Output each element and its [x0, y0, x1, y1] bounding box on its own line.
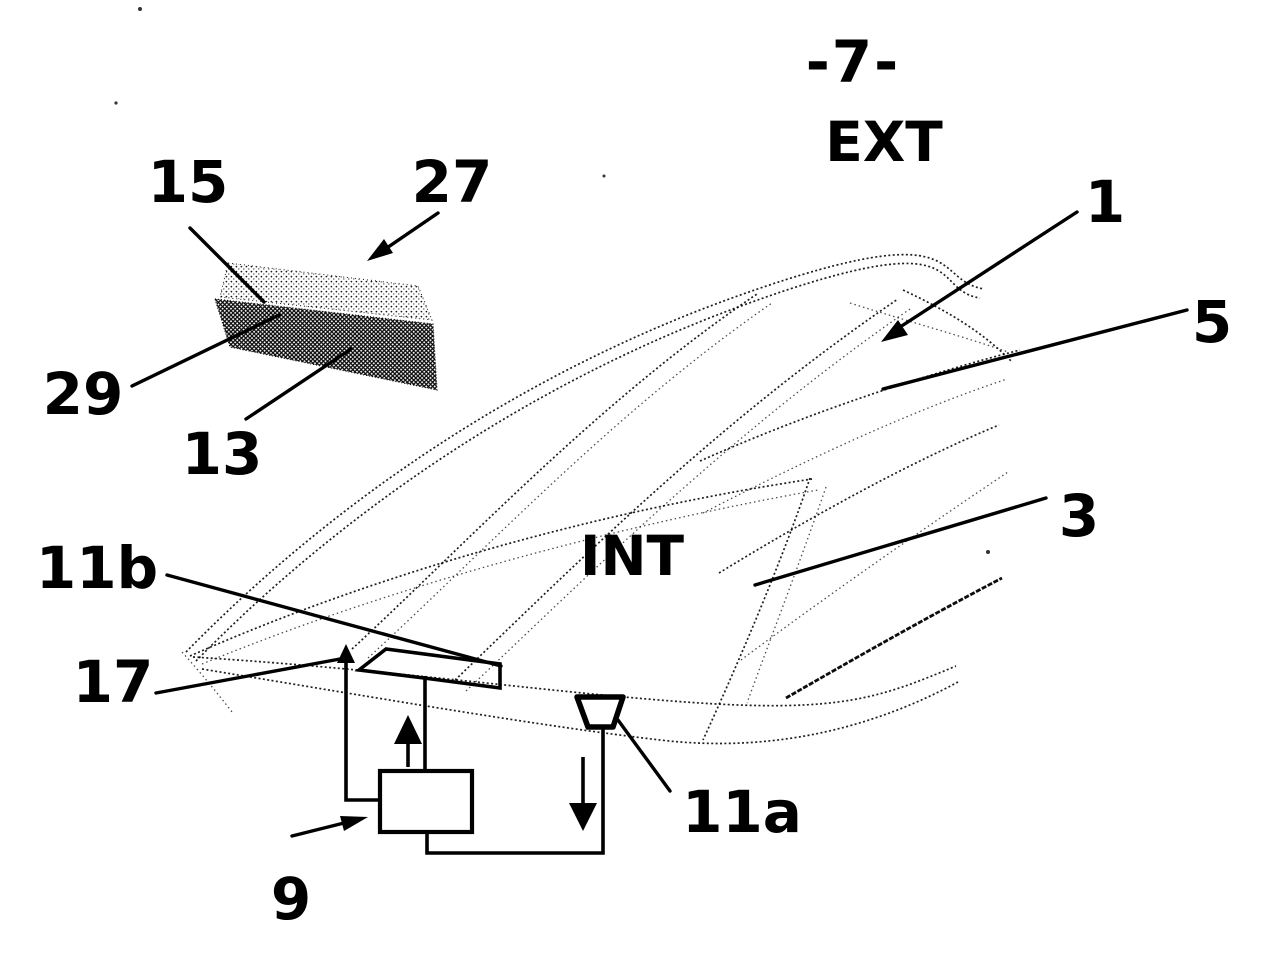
rear-window-frame-b	[746, 486, 827, 704]
down-arrowhead	[569, 803, 597, 831]
rear-window-frame-a	[702, 477, 811, 741]
up-arrowhead	[394, 715, 422, 744]
c-pillar-line	[785, 576, 1003, 700]
ref-label-5: 5	[1192, 288, 1232, 356]
ref-label-29: 29	[43, 360, 124, 428]
roof-module-plate	[354, 647, 502, 691]
leader-11a	[616, 718, 672, 793]
arrowhead-9	[340, 816, 368, 831]
scan-speck	[114, 101, 118, 105]
control-schematic	[337, 644, 626, 855]
side-body-line-2	[702, 378, 1008, 514]
ref-label-15: 15	[148, 148, 229, 216]
ref-label-1: 1	[1085, 168, 1125, 236]
arrowhead-27	[367, 239, 393, 261]
ref-label-9: 9	[271, 865, 311, 933]
ref-label-27: 27	[412, 148, 493, 216]
roof-front-edge-inner	[195, 262, 981, 662]
leader-lines	[130, 210, 1189, 838]
ref-label-11a: 11a	[682, 778, 802, 846]
leader-15	[188, 226, 266, 304]
front-bottom-rim-2	[201, 668, 959, 745]
leader-17	[154, 657, 342, 695]
side-body-line-4	[740, 471, 1009, 661]
leader-3	[753, 496, 1048, 587]
leader-1	[895, 210, 1079, 331]
visor-module-hatched	[214, 262, 438, 391]
scan-speck	[138, 7, 142, 11]
ref-label-13: 13	[182, 420, 263, 488]
scan-speck	[602, 174, 606, 178]
visor-light-band	[219, 262, 433, 321]
ref-label-11b: 11b	[36, 534, 158, 602]
exterior-label: EXT	[825, 110, 943, 174]
side-body-line-3	[718, 424, 1000, 574]
figure-number-label: -7-	[806, 28, 901, 96]
front-bow-2a	[451, 298, 899, 684]
front-bottom-rim-1	[192, 656, 957, 707]
leader-5	[881, 308, 1189, 391]
roof-inner-sweep	[189, 478, 813, 657]
ref-label-17: 17	[73, 648, 154, 716]
visor-dark-band	[214, 298, 438, 391]
roof-right-edge-a	[849, 302, 1009, 353]
wire-left-vertical	[344, 662, 379, 802]
roof-inner-sweep-2	[201, 489, 819, 665]
car-roof-outline	[181, 253, 1021, 745]
interior-label: INT	[580, 524, 684, 588]
leader-13	[244, 347, 353, 421]
ref-label-3: 3	[1059, 482, 1099, 550]
outlet-trapezoid-11a	[574, 694, 626, 730]
arrowhead-1	[881, 320, 908, 342]
control-unit-box	[377, 768, 475, 835]
scan-speck	[986, 550, 990, 554]
roof-right-edge-b	[902, 289, 1013, 363]
roof-front-edge-outer	[185, 253, 985, 653]
leader-29	[130, 313, 281, 388]
wire-bottom-path	[425, 727, 605, 855]
leader-11b	[165, 573, 503, 668]
side-body-line-1	[699, 349, 1021, 462]
front-bow-1b	[367, 302, 773, 659]
